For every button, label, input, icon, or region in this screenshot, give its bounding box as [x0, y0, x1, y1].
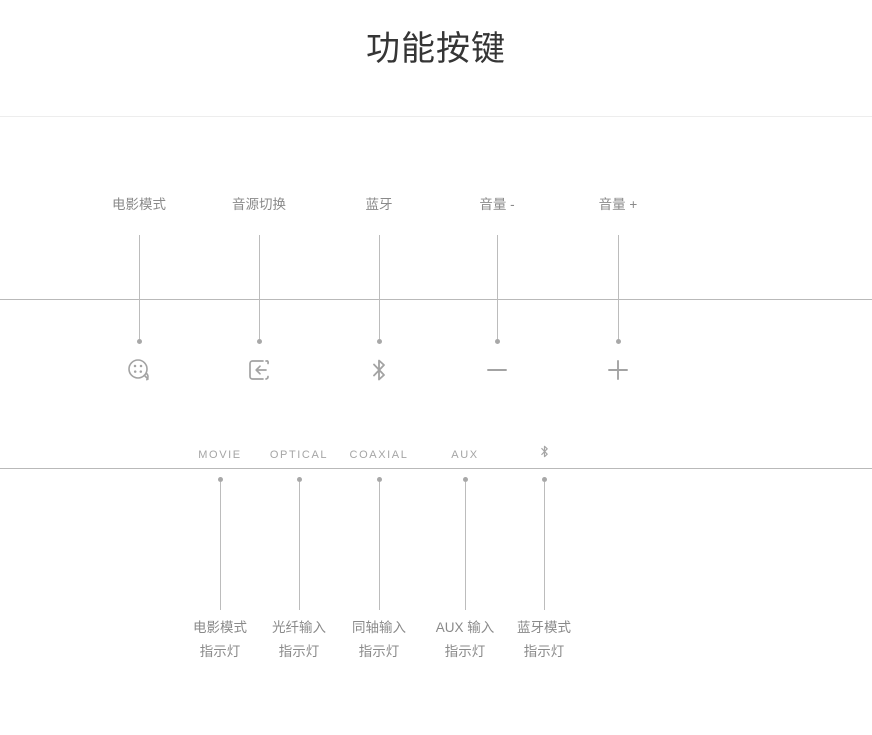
leader-line-indicator-bluetooth: [544, 482, 545, 610]
caption-line-2: 指示灯: [199, 644, 241, 659]
leader-line-volume-down: [497, 235, 498, 341]
divider-middle: [0, 299, 872, 300]
leader-line-indicator-optical: [299, 482, 300, 610]
caption-line-1: AUX 输入: [435, 620, 495, 635]
led-marker-coaxial: COAXIAL: [349, 449, 409, 461]
leader-dot-bluetooth: [376, 339, 382, 344]
leader-line-indicator-movie: [220, 482, 221, 610]
leader-line-indicator-coaxial: [379, 482, 380, 610]
led-marker-movie: MOVIE: [198, 449, 242, 461]
led-marker-aux: AUX: [451, 449, 479, 461]
divider-bottom: [0, 468, 872, 469]
button-label-volume-up: 音量 +: [598, 197, 638, 212]
minus-icon[interactable]: [475, 350, 519, 390]
indicator-caption-coaxial: 同轴输入 指示灯: [352, 616, 406, 664]
leader-line-volume-up: [618, 235, 619, 341]
caption-line-1: 电影模式: [193, 620, 247, 635]
button-label-bluetooth: 蓝牙: [365, 197, 393, 212]
button-label-source-switch: 音源切换: [232, 197, 286, 212]
caption-line-2: 指示灯: [358, 644, 400, 659]
divider-top: [0, 116, 872, 117]
bluetooth-icon: [532, 443, 556, 460]
leader-dot-indicator-aux: [462, 477, 468, 482]
caption-line-2: 指示灯: [523, 644, 565, 659]
button-label-movie-mode: 电影模式: [112, 197, 166, 212]
film-reel-icon[interactable]: [117, 350, 161, 390]
indicator-caption-bluetooth: 蓝牙模式 指示灯: [517, 616, 571, 664]
leader-line-movie-mode: [139, 235, 140, 341]
bluetooth-icon[interactable]: [357, 350, 401, 390]
leader-dot-movie-mode: [136, 339, 142, 344]
leader-dot-volume-down: [494, 339, 500, 344]
caption-line-1: 同轴输入: [352, 620, 406, 635]
leader-line-source-switch: [259, 235, 260, 341]
caption-line-1: 蓝牙模式: [517, 620, 571, 635]
leader-line-bluetooth: [379, 235, 380, 341]
leader-dot-indicator-bluetooth: [541, 477, 547, 482]
indicator-caption-aux: AUX 输入 指示灯: [436, 616, 495, 664]
caption-line-2: 指示灯: [278, 644, 320, 659]
indicator-caption-optical: 光纤输入 指示灯: [272, 616, 326, 664]
plus-icon[interactable]: [596, 350, 640, 390]
leader-dot-indicator-coaxial: [376, 477, 382, 482]
source-switch-icon[interactable]: [237, 350, 281, 390]
page-title: 功能按键: [366, 30, 506, 68]
leader-dot-source-switch: [256, 339, 262, 344]
caption-line-1: 光纤输入: [272, 620, 326, 635]
leader-line-indicator-aux: [465, 482, 466, 610]
leader-dot-indicator-movie: [217, 477, 223, 482]
leader-dot-indicator-optical: [296, 477, 302, 482]
caption-line-2: 指示灯: [444, 644, 486, 659]
led-marker-optical: OPTICAL: [269, 449, 329, 461]
indicator-caption-movie: 电影模式 指示灯: [193, 616, 247, 664]
leader-dot-volume-up: [615, 339, 621, 344]
button-label-volume-down: 音量 -: [479, 197, 515, 212]
